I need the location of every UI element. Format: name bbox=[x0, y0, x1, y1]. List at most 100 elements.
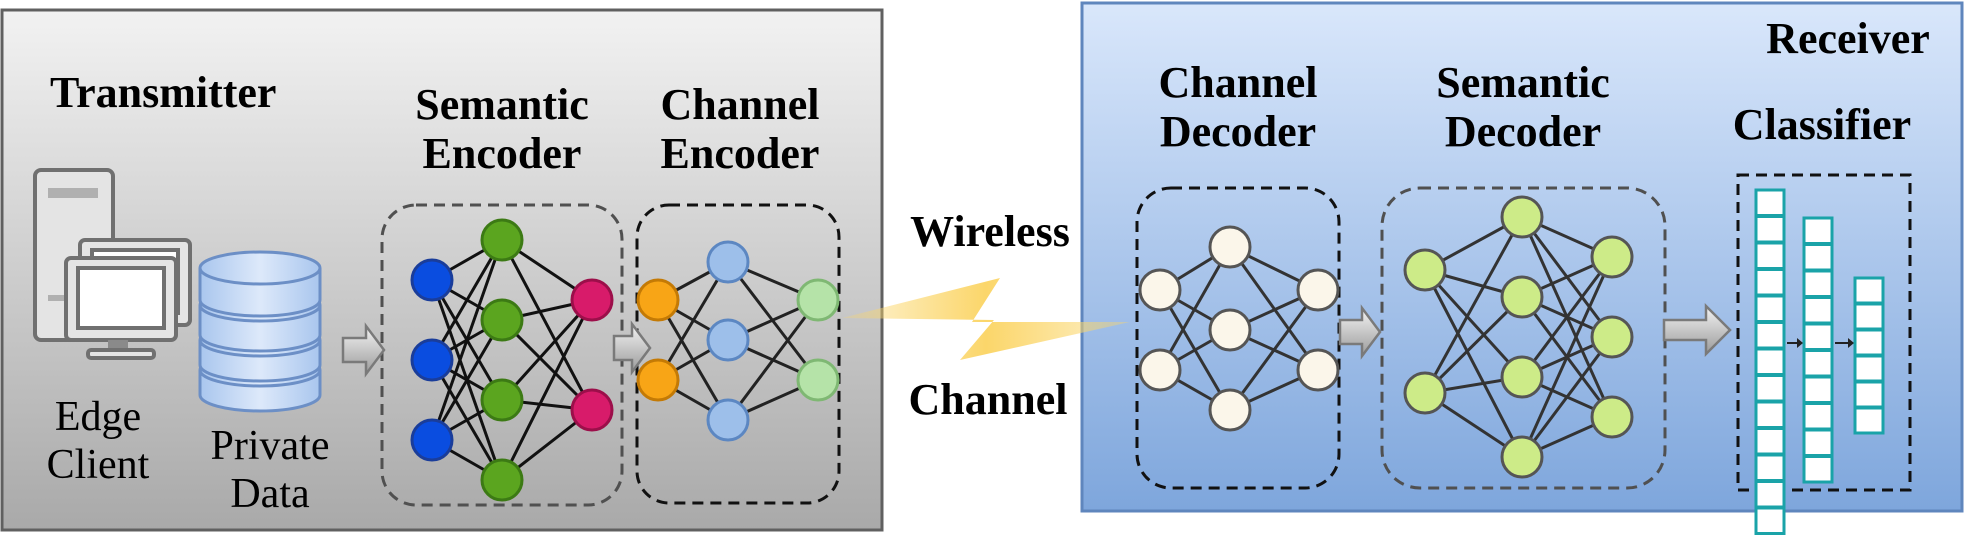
semantic-decoder-connection bbox=[1423, 268, 1524, 379]
semantic-encoder-label: Semantic Encoder bbox=[415, 80, 589, 179]
classifier-box bbox=[1736, 173, 1912, 492]
semantic-encoder-node bbox=[480, 218, 524, 262]
classifier-cell bbox=[1802, 455, 1834, 484]
classifier-cell bbox=[1853, 380, 1885, 409]
semantic-decoder-connection bbox=[1423, 216, 1524, 394]
channel-encoder-connection bbox=[726, 299, 820, 421]
classifier-cell bbox=[1754, 241, 1786, 270]
semantic-decoder-network bbox=[1403, 195, 1634, 479]
classifier-cell bbox=[1853, 302, 1885, 331]
classifier-cell bbox=[1802, 402, 1834, 431]
semantic-decoder-node bbox=[1590, 395, 1634, 439]
classifier-cell bbox=[1853, 354, 1885, 383]
channel-decoder-node bbox=[1208, 225, 1252, 269]
channel-decoder-label: Channel Decoder bbox=[1158, 58, 1318, 157]
classifier-cell bbox=[1853, 328, 1885, 357]
channel-decoder-node bbox=[1208, 388, 1252, 432]
semantic-encoder-node bbox=[480, 298, 524, 342]
semantic-encoder-node bbox=[480, 458, 524, 502]
classifier-cell bbox=[1802, 269, 1834, 298]
classifier-cell bbox=[1754, 188, 1786, 217]
classifier-link-head bbox=[1797, 338, 1803, 348]
wireless-label: Wireless bbox=[910, 207, 1070, 256]
semantic-decoder-node bbox=[1590, 315, 1634, 359]
classifier-cell bbox=[1754, 294, 1786, 323]
arrow-semantic-to-channel-encoder bbox=[612, 320, 652, 376]
semantic-encoder-node bbox=[410, 418, 454, 462]
channel-encoder-node bbox=[706, 240, 750, 284]
semantic-encoder-network bbox=[410, 218, 614, 502]
semantic-encoder-node bbox=[410, 338, 454, 382]
classifier-cell bbox=[1754, 453, 1786, 482]
private-data-label: Private Data bbox=[210, 423, 330, 518]
channel-encoder-network bbox=[636, 240, 840, 442]
channel-decoder-connection bbox=[1228, 289, 1320, 411]
semantic-decoder-node bbox=[1500, 355, 1544, 399]
channel-decoder-node bbox=[1138, 348, 1182, 392]
semantic-encoder-connection bbox=[500, 239, 594, 411]
classifier-layers bbox=[1754, 188, 1885, 535]
classifier-label: Classifier bbox=[1732, 100, 1912, 149]
computer-icon bbox=[33, 168, 192, 360]
channel-encoder-node bbox=[636, 278, 680, 322]
edge-client-label: Edge Client bbox=[46, 394, 150, 489]
semantic-decoder-node bbox=[1403, 248, 1447, 292]
semantic-encoder-box bbox=[380, 203, 624, 507]
channel-label: Channel bbox=[908, 375, 1068, 424]
semantic-decoder-node bbox=[1403, 371, 1447, 415]
arrow-data-to-encoder bbox=[341, 322, 386, 378]
channel-decoder-box bbox=[1135, 186, 1341, 490]
channel-encoder-node bbox=[706, 398, 750, 442]
channel-decoder-node bbox=[1296, 348, 1340, 392]
classifier-cell bbox=[1754, 480, 1786, 509]
semantic-encoder-connection bbox=[430, 319, 504, 441]
classifier-cell bbox=[1802, 296, 1834, 325]
semantic-decoder-node bbox=[1500, 195, 1544, 239]
semantic-encoder-connection bbox=[500, 298, 594, 402]
semantic-decoder-label: Semantic Decoder bbox=[1436, 58, 1610, 157]
classifier-cell bbox=[1754, 506, 1786, 535]
classifier-cell bbox=[1802, 216, 1834, 245]
database-icon bbox=[198, 250, 322, 413]
classifier-cell bbox=[1802, 349, 1834, 378]
semantic-decoder-node bbox=[1500, 275, 1544, 319]
channel-decoder-connection bbox=[1158, 246, 1232, 371]
classifier-cell bbox=[1754, 427, 1786, 456]
semantic-encoder-node bbox=[570, 278, 614, 322]
classifier-cell bbox=[1754, 374, 1786, 403]
wireless-channel-bolt bbox=[842, 278, 1130, 360]
classifier-cell bbox=[1754, 215, 1786, 244]
channel-decoder-node bbox=[1296, 268, 1340, 312]
arrow-decoder-to-classifier bbox=[1662, 302, 1732, 358]
arrow-channel-to-semantic-decoder bbox=[1338, 304, 1382, 360]
classifier-cell bbox=[1802, 322, 1834, 351]
semantic-decoder-connection bbox=[1520, 256, 1614, 458]
semantic-decoder-node bbox=[1590, 235, 1634, 279]
classifier-cell bbox=[1802, 375, 1834, 404]
classifier-cell bbox=[1754, 321, 1786, 350]
channel-encoder-node bbox=[636, 358, 680, 402]
semantic-decoder-connection bbox=[1520, 336, 1614, 458]
semantic-decoder-connection bbox=[1520, 256, 1614, 378]
block-arrows bbox=[341, 302, 1732, 378]
classifier-cell bbox=[1802, 243, 1834, 272]
channel-decoder-node bbox=[1138, 268, 1182, 312]
transmitter-title: Transmitter bbox=[50, 68, 277, 117]
semantic-encoder-node bbox=[570, 388, 614, 432]
classifier-cell bbox=[1754, 268, 1786, 297]
semantic-decoder-node bbox=[1500, 435, 1544, 479]
channel-encoder-node bbox=[796, 278, 840, 322]
classifier-cell bbox=[1853, 406, 1885, 435]
classifier-cell bbox=[1754, 400, 1786, 429]
channel-decoder-node bbox=[1208, 308, 1252, 352]
channel-encoder-node bbox=[706, 318, 750, 362]
semantic-decoder-connection bbox=[1423, 295, 1524, 395]
receiver-title: Receiver bbox=[1766, 14, 1930, 63]
channel-encoder-node bbox=[796, 358, 840, 402]
semantic-encoder-node bbox=[410, 258, 454, 302]
channel-encoder-label: Channel Encoder bbox=[660, 80, 820, 179]
classifier-link-head bbox=[1848, 338, 1854, 348]
semantic-encoder-connection bbox=[430, 239, 504, 441]
